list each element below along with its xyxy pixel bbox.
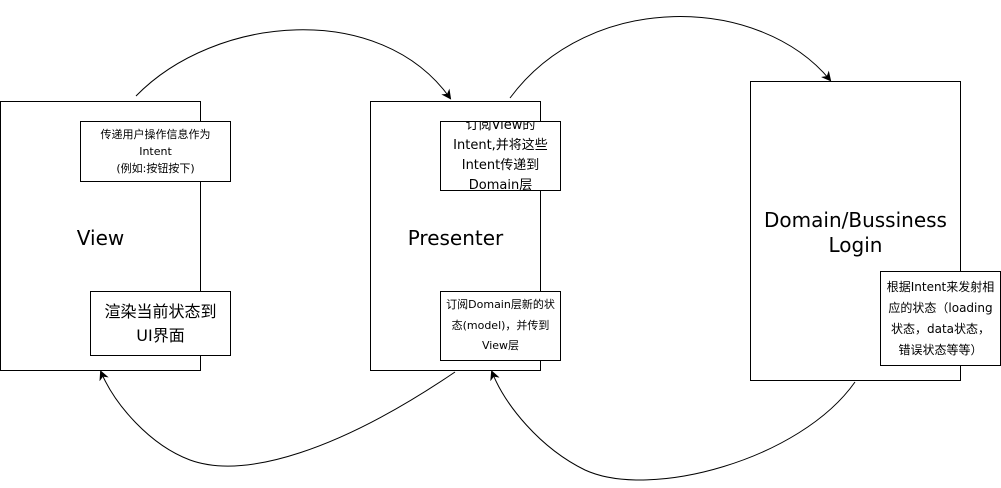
arrow-presenter-to-domain <box>509 16 832 99</box>
presenter-domain-note: 订阅Domain层新的状态(model)，并传到View层 <box>440 291 561 361</box>
presenter-domain-note-text: 订阅Domain层新的状态(model)，并传到View层 <box>446 297 555 353</box>
presenter-intent-note-text: 订阅View的Intent,并将这些Intent传递到Domain层 <box>453 121 548 191</box>
domain-state-note-text: 根据Intent来发射相应的状态（loading状态，data状态，错误状态等等… <box>886 279 995 357</box>
arrow-presenter-to-view <box>99 370 456 467</box>
presenter-title: Presenter <box>407 226 504 250</box>
domain-title: Domain/Bussiness Login <box>764 208 947 257</box>
view-intent-note: 传递用户操作信息作为Intent (例如:按钮按下) <box>80 121 231 182</box>
view-render-note: 渲染当前状态到UI界面 <box>90 291 231 356</box>
arrow-domain-to-presenter <box>490 370 856 481</box>
view-render-note-text: 渲染当前状态到UI界面 <box>104 302 217 345</box>
view-title: View <box>76 226 125 250</box>
presenter-intent-note: 订阅View的Intent,并将这些Intent传递到Domain层 <box>440 121 561 191</box>
domain-state-note: 根据Intent来发射相应的状态（loading状态，data状态，错误状态等等… <box>880 271 1001 366</box>
view-intent-note-text: 传递用户操作信息作为Intent (例如:按钮按下) <box>100 127 211 176</box>
arrow-view-to-presenter <box>135 29 452 100</box>
